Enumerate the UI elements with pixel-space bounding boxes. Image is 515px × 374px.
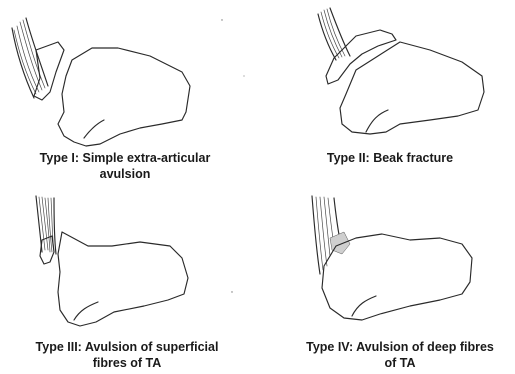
calcaneus-type-1 <box>58 48 190 146</box>
caption-type-3: Type III: Avulsion of superficial fibres… <box>4 339 250 371</box>
panel-type-2-drawing <box>318 8 484 134</box>
panel-type-3-drawing <box>36 196 188 326</box>
calcaneus-type-3 <box>58 232 188 326</box>
achilles-tendon-type-2 <box>318 8 350 60</box>
caption-type-1: Type I: Simple extra-articular avulsion <box>20 150 230 182</box>
calcaneus-type-2 <box>340 42 484 134</box>
panel-type-1-drawing <box>12 18 190 146</box>
panel-type-4-drawing <box>312 196 472 320</box>
caption-type-2: Type II: Beak fracture <box>300 150 480 166</box>
caption-type-4: Type IV: Avulsion of deep fibres of TA <box>286 339 514 371</box>
achilles-tendon-type-1 <box>12 18 48 98</box>
